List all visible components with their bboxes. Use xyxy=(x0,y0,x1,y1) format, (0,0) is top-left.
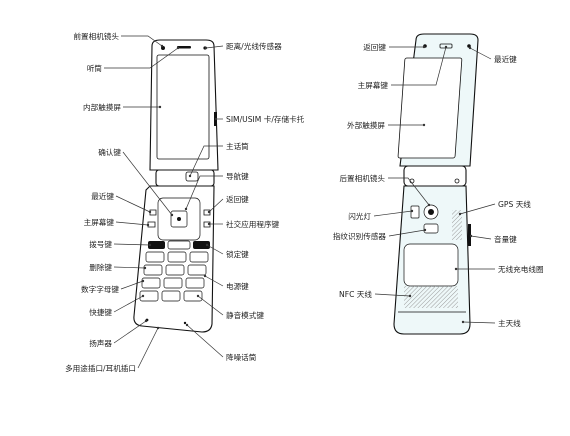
label-shortcut-key: 快捷键 xyxy=(89,307,112,317)
label-multipurpose-jack: 多用途插口/耳机插口 xyxy=(65,363,136,373)
back-phone xyxy=(393,33,479,335)
social-key-icon xyxy=(203,221,211,228)
front-phone xyxy=(133,39,219,333)
noise-mic-hole xyxy=(183,321,187,325)
label-main-antenna: 主天线 xyxy=(498,318,521,328)
call-key-center xyxy=(167,240,191,250)
leaders-left xyxy=(104,35,180,369)
label-home-key: 主屏幕键 xyxy=(84,217,115,227)
label-outer-home-key: 主屏幕键 xyxy=(358,80,389,90)
label-outer-touchscreen: 外部触摸屏 xyxy=(347,120,385,130)
wireless-charging-coil xyxy=(403,243,459,287)
label-outer-recent-key: 最近键 xyxy=(494,54,517,64)
labels-left: 前置相机镜头 听筒 内部触摸屏 确认键 最近键 主屏幕键 拨号键 删除键 数字字… xyxy=(65,31,136,373)
label-nfc-antenna: NFC 天线 xyxy=(339,289,372,299)
label-rear-camera: 后置相机镜头 xyxy=(339,173,385,183)
label-proximity-sensor: 距离/光线传感器 xyxy=(226,41,282,51)
label-front-camera: 前置相机镜头 xyxy=(73,31,119,41)
hinge xyxy=(155,169,215,187)
hinge-pin-right xyxy=(454,178,460,184)
outer-touchscreen xyxy=(397,57,463,159)
label-volume-key: 音量键 xyxy=(494,234,517,244)
label-noise-mic: 降噪话筒 xyxy=(226,352,257,362)
recent-key-icon xyxy=(149,209,157,216)
label-outer-back-key: 返回键 xyxy=(363,42,386,52)
label-power-key: 电源键 xyxy=(226,281,249,291)
leaders-middle xyxy=(184,45,224,358)
label-flash: 闪光灯 xyxy=(348,211,371,221)
label-recent-key: 最近键 xyxy=(91,191,114,201)
fingerprint-sensor xyxy=(423,223,439,234)
label-speaker: 扬声器 xyxy=(89,338,112,348)
label-alnum-keys: 数字字母键 xyxy=(81,284,119,294)
label-delete-key: 删除键 xyxy=(89,262,112,272)
alphanumeric-keypad xyxy=(139,251,209,302)
nfc-antenna-area xyxy=(404,286,458,308)
label-social-key: 社交应用程序键 xyxy=(226,219,280,229)
label-nav-key: 导航键 xyxy=(226,171,249,181)
volume-key-shape xyxy=(468,224,471,246)
label-inner-touchscreen: 内部触摸屏 xyxy=(83,102,121,112)
label-silent-key: 静音模式键 xyxy=(226,310,264,320)
flash-unit xyxy=(410,205,420,219)
label-back-key: 返回键 xyxy=(226,194,249,204)
label-sim-tray: SIM/USIM 卡/存储卡托 xyxy=(226,114,305,124)
gps-antenna-area xyxy=(452,210,462,240)
rear-camera-core xyxy=(428,209,434,215)
lock-key-shape xyxy=(193,241,210,249)
call-key-shape xyxy=(148,241,165,249)
leaders-right xyxy=(373,45,496,324)
label-earpiece: 听筒 xyxy=(87,63,103,73)
label-call-key: 拨号键 xyxy=(89,239,112,249)
label-lock-key: 锁定键 xyxy=(226,249,249,259)
label-gps-antenna: GPS 天线 xyxy=(498,199,531,209)
label-confirm-key: 确认键 xyxy=(98,147,121,157)
nav-center-dot xyxy=(177,217,181,221)
earpiece-slot xyxy=(177,46,191,49)
label-main-mic: 主话筒 xyxy=(226,141,249,151)
inner-touchscreen xyxy=(156,54,210,160)
back-key-icon xyxy=(203,209,211,216)
labels-middle: 距离/光线传感器 SIM/USIM 卡/存储卡托 主话筒 导航键 返回键 社交应… xyxy=(226,41,305,362)
label-fingerprint-sensor: 指纹识别传感器 xyxy=(333,231,387,241)
label-wireless-coil: 无线充电线圈 xyxy=(498,264,544,274)
labels-right: 返回键 最近键 主屏幕键 外部触摸屏 后置相机镜头 闪光灯 GPS 天线 指纹识… xyxy=(333,42,544,328)
